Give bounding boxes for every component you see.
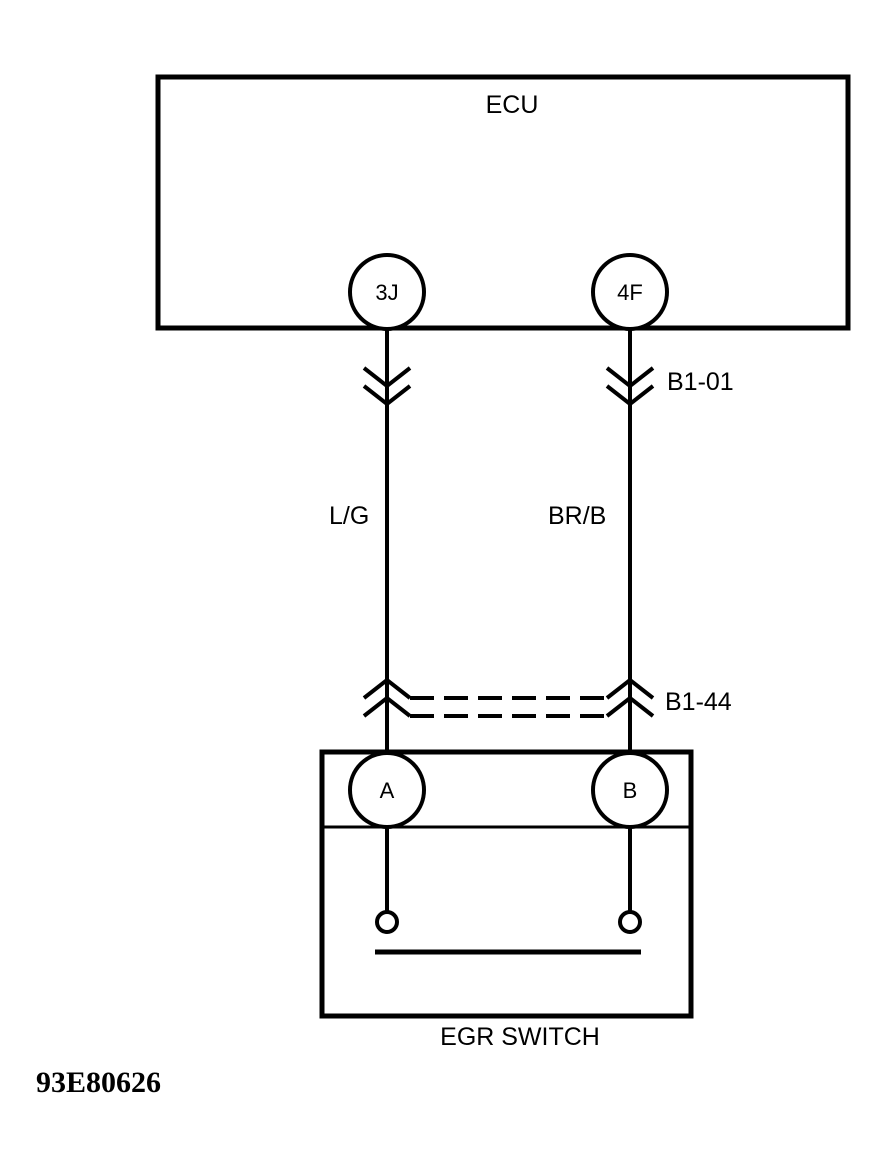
egr-switch-box (319, 749, 694, 1019)
connector-b1-44-label: B1-44 (665, 688, 732, 716)
svg-text:B: B (623, 778, 638, 803)
ecu-pin-4f: 4F (591, 253, 669, 331)
svg-text:A: A (380, 778, 395, 803)
wire-color-lg: L/G (329, 502, 369, 530)
connector-b1-01-label: B1-01 (667, 368, 734, 396)
connector-b1-01-chevrons (362, 366, 655, 407)
wire-color-brb: BR/B (548, 502, 606, 530)
egr-switch-label: EGR SWITCH (440, 1023, 600, 1051)
svg-text:4F: 4F (617, 280, 643, 305)
svg-text:3J: 3J (375, 280, 398, 305)
ecu-pin-3j: 3J (348, 253, 426, 331)
connector-b1-44-housing (410, 696, 607, 718)
figure-code: 93E80626 (36, 1066, 161, 1099)
switch-pin-a: A (348, 751, 426, 829)
switch-pin-b: B (591, 751, 669, 829)
connector-b1-44-chevrons (362, 677, 655, 718)
switch-contacts (375, 827, 642, 934)
ecu-label: ECU (486, 91, 539, 119)
ecu-box (155, 74, 851, 331)
